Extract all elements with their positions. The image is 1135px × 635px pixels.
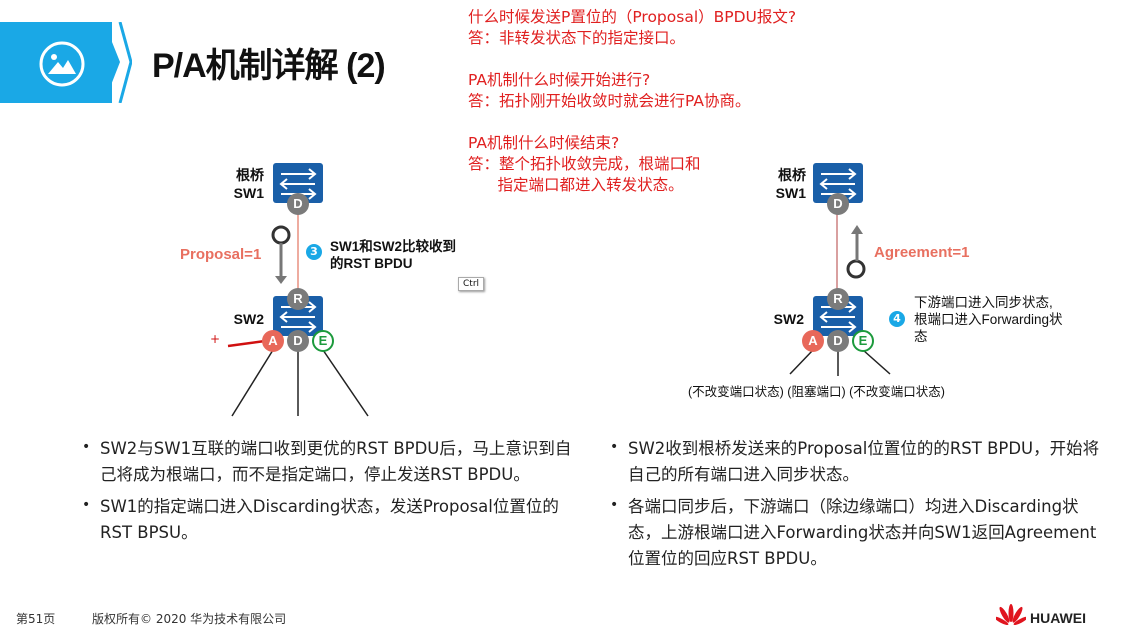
port-root: R [827, 288, 849, 310]
diagram-links [227, 205, 891, 417]
sw1-label: 根桥 SW1 [222, 166, 264, 202]
root-bridge-label: 根桥 [236, 167, 264, 183]
bullet-item: SW2收到根桥发送来的Proposal位置位的的RST BPDU，开始将自己的所… [610, 434, 1100, 488]
port-alternate: A [262, 330, 284, 352]
banner-chevron [104, 22, 120, 103]
step-badge: 3 [306, 244, 322, 260]
annotation-plus: + [210, 332, 221, 346]
page-number: 第51页 [16, 612, 56, 626]
port-state-notes: (不改变端口状态) (阻塞端口) (不改变端口状态) [688, 385, 945, 399]
question: PA机制什么时候结束? [468, 134, 620, 152]
root-bridge-label: 根桥 [778, 167, 806, 183]
answer: 答：拓扑刚开始收敛时就会进行PA协商。 [468, 92, 751, 110]
port-edge: E [852, 330, 874, 352]
image-icon [39, 41, 85, 87]
port-edge: E [312, 330, 334, 352]
page-title: P/A机制详解 (2) [152, 47, 386, 85]
title-banner [0, 22, 112, 103]
question: 什么时候发送P置位的（Proposal）BPDU报文? [468, 8, 797, 26]
sw2-label: SW2 [773, 311, 804, 327]
sw1-name: SW1 [233, 185, 264, 201]
proposal-message: Proposal=1 [180, 246, 262, 263]
answer: 答：整个拓扑收敛完成，根端口和 [468, 155, 701, 173]
agreement-message: Agreement=1 [874, 244, 970, 261]
answer: 答：非转发状态下的指定接口。 [468, 29, 686, 47]
port-designated: D [827, 193, 849, 215]
answer: 指定端口都进入转发状态。 [468, 176, 684, 194]
port-designated: D [827, 330, 849, 352]
huawei-brand: HUAWEI [1030, 610, 1086, 626]
sw1-name: SW1 [775, 185, 806, 201]
ctrl-key-tag: Ctrl [458, 277, 485, 291]
copyright: 版权所有© 2020 华为技术有限公司 [92, 612, 287, 626]
sw1-label: 根桥 SW1 [764, 166, 806, 202]
step-badge: 4 [889, 311, 905, 327]
bullet-item: SW1的指定端口进入Discarding状态，发送Proposal位置位的RST… [82, 492, 572, 546]
port-designated: D [287, 193, 309, 215]
left-bullets: SW2与SW1互联的端口收到更优的RST BPDU后，马上意识到自己将成为根端口… [82, 434, 572, 552]
step-note: 下游端口进入同步状态,根端口进入Forwarding状态 [914, 295, 1063, 344]
port-root: R [287, 288, 309, 310]
port-designated: D [287, 330, 309, 352]
qa-block: 什么时候发送P置位的（Proposal）BPDU报文? 答：非转发状态下的指定接… [468, 7, 796, 196]
step-note: SW1和SW2比较收到的RST BPDU [330, 239, 457, 271]
port-alternate: A [802, 330, 824, 352]
banner-chevron-outline [118, 22, 132, 103]
right-bullets: SW2收到根桥发送来的Proposal位置位的的RST BPDU，开始将自己的所… [610, 434, 1100, 578]
huawei-logo-icon [996, 604, 1026, 625]
bullet-item: 各端口同步后，下游端口（除边缘端口）均进入Discarding状态，上游根端口进… [610, 492, 1100, 572]
question: PA机制什么时候开始进行? [468, 71, 651, 89]
bullet-item: SW2与SW1互联的端口收到更优的RST BPDU后，马上意识到自己将成为根端口… [82, 434, 572, 488]
sw2-label: SW2 [233, 311, 264, 327]
